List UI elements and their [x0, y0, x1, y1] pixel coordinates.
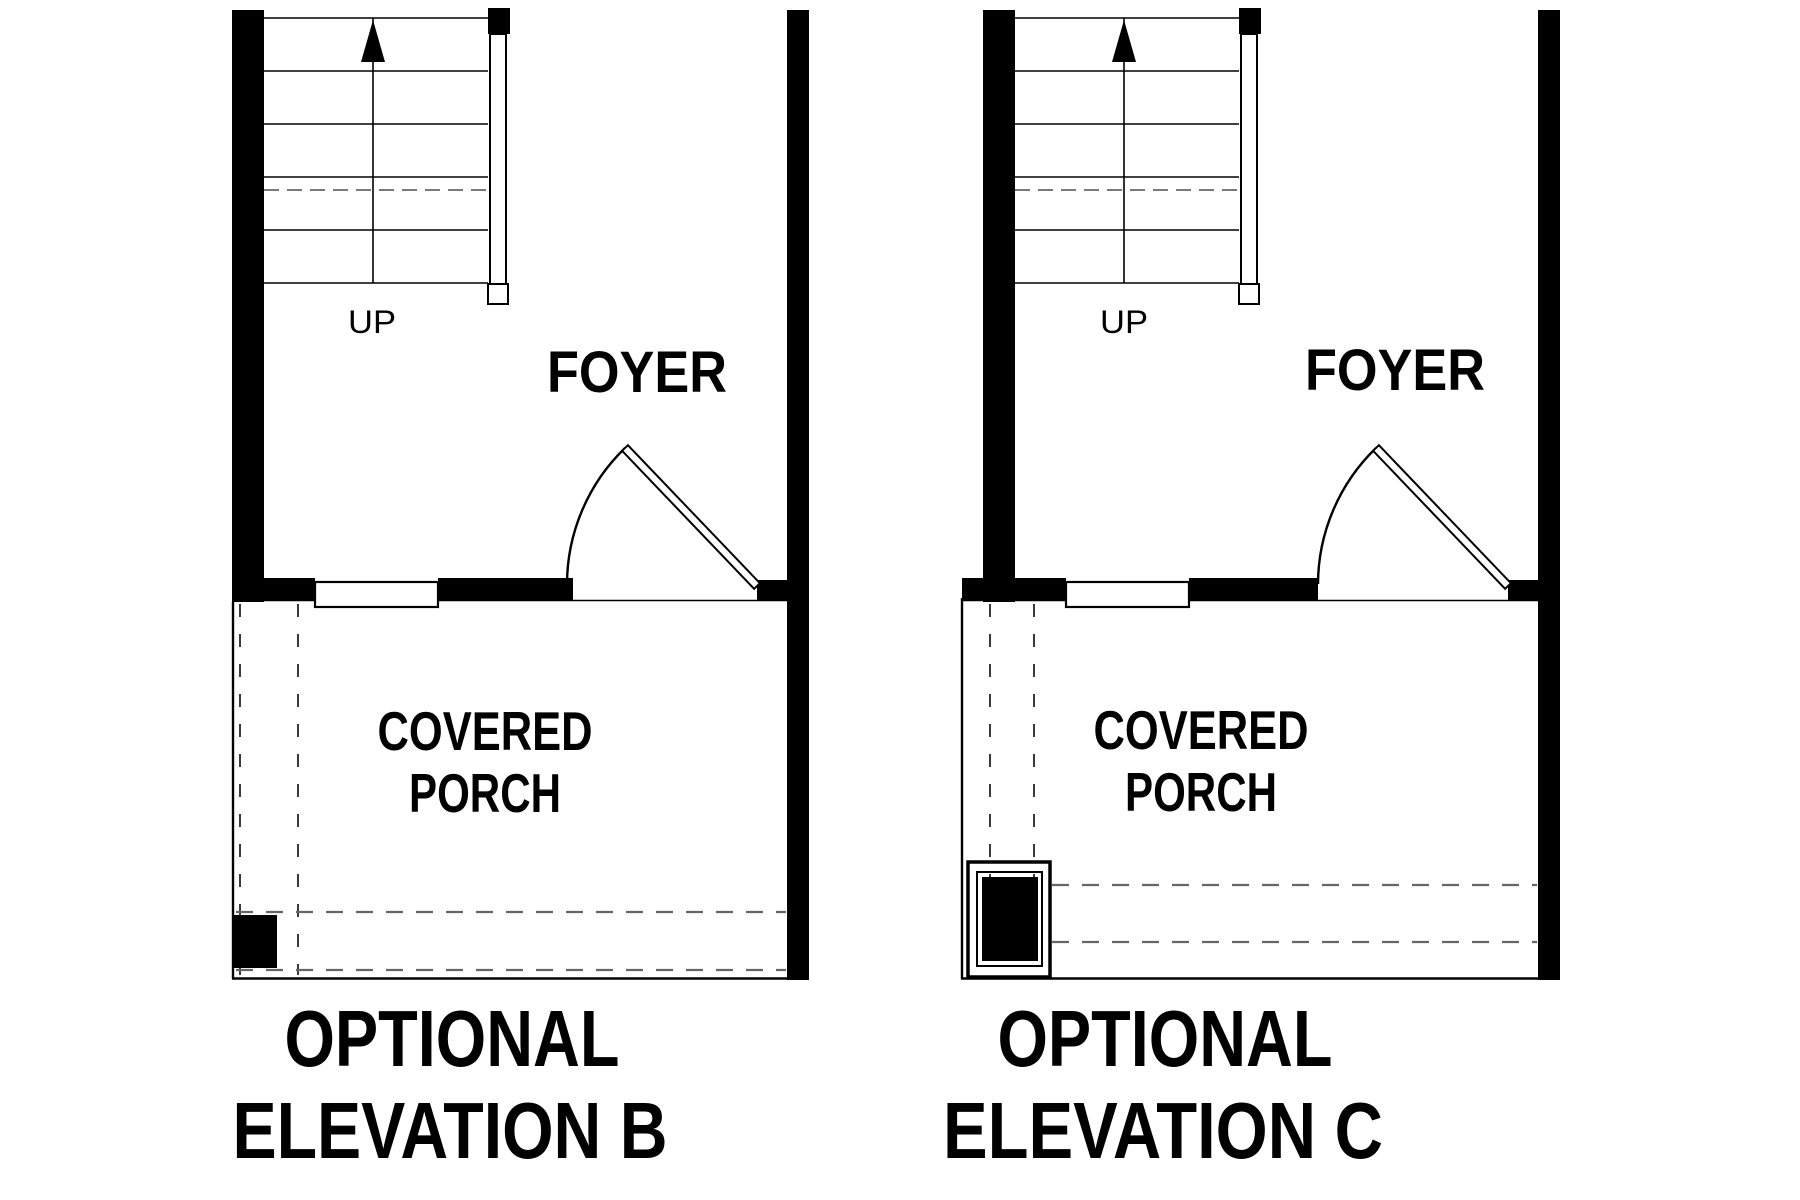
newel-post [487, 283, 509, 305]
porch-post [233, 915, 277, 968]
foyer-label: FOYER [1305, 338, 1485, 403]
stairs-c [1015, 8, 1261, 305]
up-label: UP [1100, 304, 1148, 340]
door-leaf [620, 443, 762, 591]
plan-caption-line1: OPTIONAL [998, 994, 1333, 1083]
entry-door-c [1316, 443, 1513, 591]
up-label: UP [348, 304, 396, 340]
plan-caption-line1: OPTIONAL [285, 994, 620, 1083]
front-wall-segment-middle [1189, 578, 1318, 601]
plan-elevation-c: UP FOYER COVERED PORCH OPTIONAL ELEVATIO… [943, 8, 1560, 1175]
walls-c [962, 10, 1560, 980]
stair-railing [1240, 33, 1258, 285]
window [1064, 580, 1191, 609]
covered-porch-label-line2: PORCH [409, 762, 561, 824]
foyer-label: FOYER [547, 340, 727, 405]
covered-porch-label-line1: COVERED [1094, 699, 1309, 761]
porch-post-inner-outline [976, 871, 1043, 967]
up-arrow-icon [1112, 20, 1136, 62]
porch-dashed-lines-b [236, 604, 786, 975]
front-wall-segment-left [264, 578, 315, 601]
entry-door-b [565, 443, 762, 591]
plan-caption-line2: ELEVATION B [233, 1086, 668, 1175]
porch-post [982, 877, 1038, 961]
right-wall [1538, 10, 1560, 980]
front-wall-segment-hinge [1508, 580, 1538, 601]
left-wall [232, 10, 264, 602]
railing-top-cap [488, 8, 510, 34]
front-wall-segment-middle [438, 578, 573, 601]
porch-dashed-lines-c [989, 604, 1537, 950]
stairs-b [264, 8, 510, 305]
stair-railing [489, 33, 507, 285]
covered-porch-label-line2: PORCH [1125, 761, 1277, 823]
front-wall-segment-hinge [757, 580, 787, 601]
up-arrow-icon [361, 20, 385, 62]
left-wall [983, 10, 1015, 602]
walls-b [232, 10, 809, 980]
window [313, 580, 440, 609]
door-swing-arc [565, 447, 626, 585]
newel-post [1238, 283, 1260, 305]
covered-porch-label-line1: COVERED [378, 700, 593, 762]
right-wall [787, 10, 809, 980]
door-leaf [1371, 443, 1513, 591]
door-swing-arc [1316, 447, 1377, 585]
railing-top-cap [1239, 8, 1261, 34]
plan-elevation-b: UP FOYER COVERED PORCH OPTIONAL ELEVATIO… [231, 8, 809, 1175]
front-wall-segment-left [962, 578, 1066, 601]
plan-caption-line2: ELEVATION C [943, 1086, 1383, 1175]
